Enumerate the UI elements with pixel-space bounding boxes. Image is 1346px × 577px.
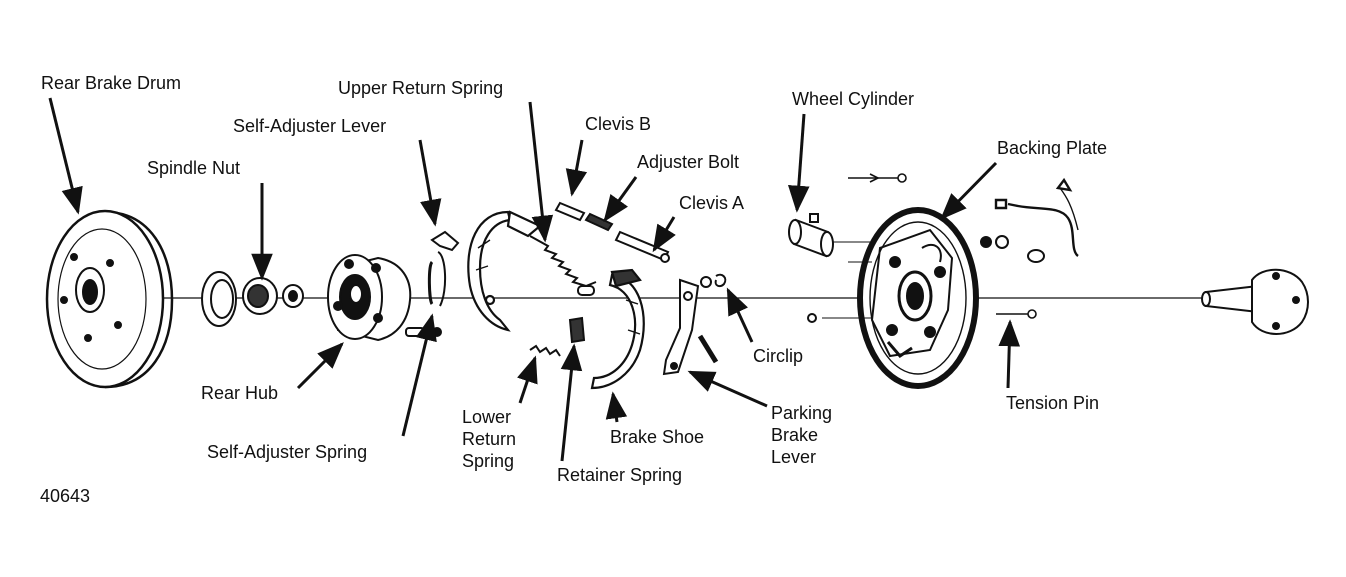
label-lower-return-spring-line3: Spring xyxy=(462,451,515,471)
arrow-tension-pin xyxy=(998,319,1021,388)
arrow-lower-return-spring xyxy=(517,355,538,403)
rear-hub-part xyxy=(328,255,410,340)
arrow-self-adjuster-lever xyxy=(420,140,442,227)
label-adjuster-bolt: Adjuster Bolt xyxy=(637,152,740,172)
backing-plate-part xyxy=(860,210,976,386)
label-wheel-cylinder: Wheel Cylinder xyxy=(792,89,915,109)
label-clevis-a: Clevis A xyxy=(679,193,745,213)
arrow-self-adjuster-spring xyxy=(403,313,437,436)
arrow-adjuster-bolt xyxy=(603,177,636,223)
label-parking-brake-lever-line2: Brake xyxy=(771,425,819,445)
label-parking-brake-lever: Parking Brake Lever xyxy=(771,402,832,468)
arrow-upper-return-spring xyxy=(530,102,554,243)
label-brake-shoe: Brake Shoe xyxy=(610,427,705,447)
arrow-backing-plate xyxy=(940,163,996,220)
label-self-adjuster-spring: Self-Adjuster Spring xyxy=(207,442,368,462)
label-rear-hub: Rear Hub xyxy=(201,383,279,403)
label-tension-pin: Tension Pin xyxy=(1006,393,1100,413)
tension-pin-part xyxy=(996,310,1036,318)
upper-return-spring-part xyxy=(530,236,596,286)
label-lower-return-spring-line1: Lower xyxy=(462,407,512,427)
label-parking-brake-lever-line3: Lever xyxy=(771,447,817,467)
parking-brake-lever-part xyxy=(664,275,725,374)
arrow-wheel-cylinder xyxy=(787,114,810,213)
rear-brake-drum-part xyxy=(47,211,172,387)
brake-line-part xyxy=(996,180,1078,256)
brake-shoe-upper-part xyxy=(468,212,540,330)
spindle-nut-part xyxy=(243,278,303,314)
arrow-rear-brake-drum xyxy=(50,98,83,215)
label-lower-return-spring: Lower Return Spring xyxy=(462,406,516,472)
pin-part xyxy=(848,174,906,182)
label-lower-return-spring-line2: Return xyxy=(462,429,517,449)
label-circlip: Circlip xyxy=(753,346,804,366)
bearing-seal-part xyxy=(202,272,236,326)
label-self-adjuster-lever: Self-Adjuster Lever xyxy=(233,116,387,136)
label-upper-return-spring: Upper Return Spring xyxy=(338,78,504,98)
brake-shoe-lower-part xyxy=(592,270,644,388)
label-parking-brake-lever-line1: Parking xyxy=(771,403,833,423)
wheel-cylinder-part xyxy=(789,214,872,322)
arrow-retainer-spring xyxy=(562,343,583,461)
label-rear-brake-drum: Rear Brake Drum xyxy=(41,73,182,93)
leader-arrows xyxy=(50,98,1021,461)
label-spindle-nut: Spindle Nut xyxy=(147,158,241,178)
arrow-clevis-b xyxy=(565,140,588,197)
arrow-circlip xyxy=(728,287,752,342)
arrow-brake-shoe xyxy=(605,391,628,422)
adjuster-assembly-parts xyxy=(556,203,669,262)
figure-number: 40643 xyxy=(40,486,91,506)
arrow-parking-brake-lever xyxy=(687,372,767,406)
spindle-axle-part xyxy=(1202,270,1308,334)
mounting-nuts-part xyxy=(981,236,1044,262)
label-retainer-spring: Retainer Spring xyxy=(557,465,683,485)
arrow-rear-hub xyxy=(298,342,344,388)
lower-spring-and-pin-parts xyxy=(530,286,594,356)
label-backing-plate: Backing Plate xyxy=(997,138,1108,158)
arrow-clevis-a xyxy=(652,217,676,253)
label-clevis-b: Clevis B xyxy=(585,114,652,134)
